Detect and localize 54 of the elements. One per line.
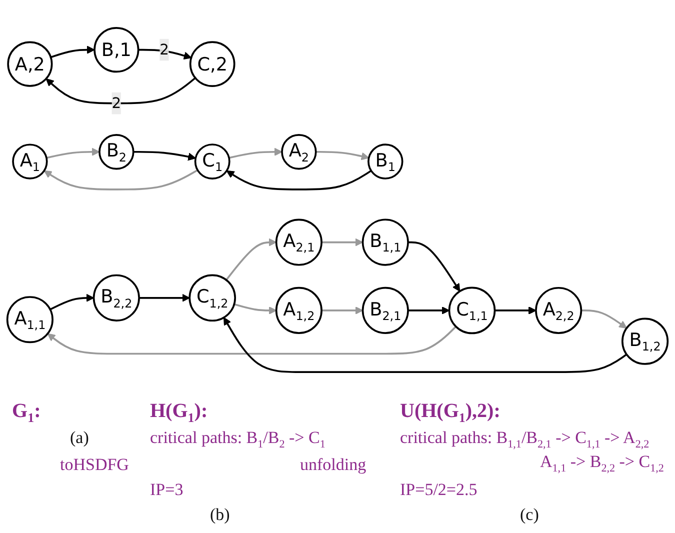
- node-circle: A$_{1,1}$: [6, 296, 54, 344]
- node-circle: C,2: [189, 41, 236, 87]
- arrow: [234, 303, 277, 314]
- node-circle: B$_{1,1}$: [362, 218, 409, 266]
- panel-caption: (a): [70, 428, 89, 448]
- arrow: [46, 77, 196, 104]
- arrow: [50, 294, 94, 310]
- node-circle: B$_{1,2}$: [621, 318, 669, 365]
- node-circle: A$_{2,1}$: [275, 218, 322, 266]
- panel-caption: (c): [520, 505, 539, 525]
- note-text: IP=5/2=2.5: [400, 480, 478, 500]
- panel-heading: H(G$_{1}$):: [150, 400, 208, 426]
- edge-label: 2: [112, 94, 122, 112]
- node-circle: A,2: [7, 41, 53, 87]
- node-circle: A$_{2,2}$: [535, 286, 582, 334]
- node-circle: A$_{2}$: [281, 134, 317, 170]
- node-circle: C$_{1}$: [194, 144, 230, 180]
- transform-label: toHSDFG: [60, 455, 129, 475]
- node-circle: B,1: [94, 27, 140, 73]
- arrow: [46, 148, 100, 159]
- panel-caption: (b): [210, 505, 230, 525]
- arrow: [322, 306, 364, 314]
- arrow: [139, 294, 190, 302]
- arrow: [44, 169, 198, 190]
- transform-label: unfolding: [300, 455, 366, 475]
- arrow: [581, 310, 627, 329]
- arrow: [226, 238, 277, 281]
- arrow: [494, 306, 536, 314]
- node-circle: A$_{1}$: [12, 144, 48, 180]
- arrow: [226, 170, 372, 190]
- node-circle: B$_{2,2}$: [92, 274, 140, 322]
- note-text: critical paths: B$_{1}$/B$_{2}$ -> C$_{1}$: [150, 428, 326, 450]
- arrow: [408, 241, 460, 292]
- arrow: [138, 48, 192, 60]
- node-circle: B$_{1}$: [368, 144, 404, 180]
- arrow: [322, 238, 364, 246]
- note-text: A$_{1,1}$ -> B$_{2,2}$ -> C$_{1,2}$: [540, 452, 664, 474]
- arrow: [47, 326, 457, 355]
- edge-label: 2: [160, 40, 169, 58]
- node-circle: C$_{1,2}$: [188, 274, 236, 322]
- arrow: [228, 148, 282, 159]
- panel-heading: G$_{1}$:: [12, 400, 41, 426]
- node-circle: C$_{1,1}$: [448, 286, 496, 334]
- arrow: [316, 150, 370, 160]
- note-text: IP=3: [150, 480, 184, 500]
- arrow: [408, 306, 450, 314]
- arrow: [50, 46, 95, 58]
- node-circle: B$_{2}$: [98, 134, 134, 170]
- arrow: [133, 150, 196, 161]
- node-circle: A$_{1,2}$: [275, 286, 322, 334]
- arrow: [223, 317, 628, 373]
- note-text: critical paths: B$_{1,1}$/B$_{2,1}$ -> C$_{1,1}$ -> A$_{2,2}$: [400, 428, 650, 450]
- node-circle: B$_{2,1}$: [362, 286, 409, 334]
- panel-heading: U(H(G$_{1}$),2):: [400, 400, 500, 426]
